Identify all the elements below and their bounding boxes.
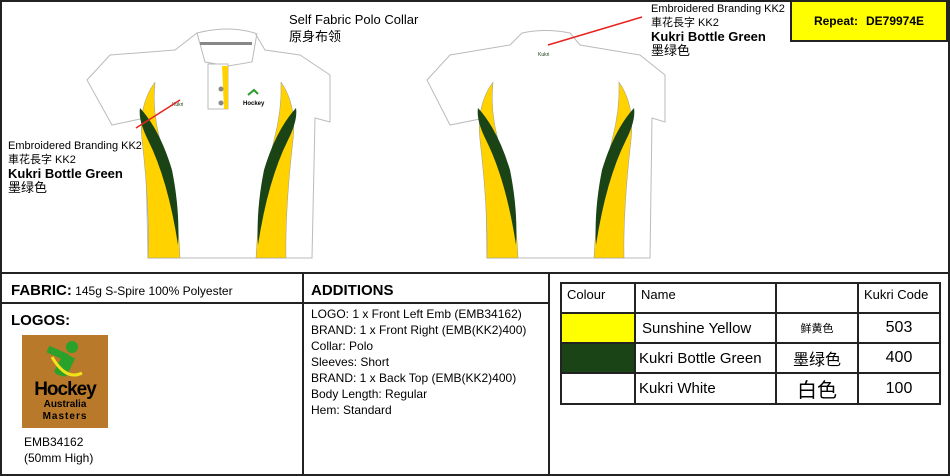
svg-text:Kukri: Kukri [172,102,183,108]
table-row: Kukri Bottle Green 墨绿色 400 [560,342,941,374]
divider [0,302,548,304]
svg-text:Hockey: Hockey [243,101,265,107]
logo-size: (50mm High) [24,451,94,465]
hockey-australia-masters-logo: Hockey Australia Masters [22,335,108,428]
fabric-row: FABRIC: 145g S-Spire 100% Polyester [11,282,233,299]
colour-swatch-yellow [560,312,636,344]
additions-list: LOGO: 1 x Front Left Emb (EMB34162) BRAN… [311,306,526,418]
front-branding-note: Embroidered Branding KK2 車花長字 KK2 Kukri … [8,139,142,195]
logo-text-australia: Australia [43,399,87,410]
colour-swatch-white [560,372,636,405]
colour-name: Sunshine Yellow [634,312,777,344]
colour-name-cn: 鲜黄色 [775,312,859,344]
repeat-code: DE79974E [865,14,925,28]
colour-name-cn: 墨绿色 [775,342,859,374]
colour-code: 400 [857,342,941,374]
divider [548,272,550,476]
collar-note-title-cn: 原身布领 [289,29,342,44]
garment-drawings: Kukri Hockey Kukri [86,16,666,259]
table-row: Kukri White 白色 100 [560,372,941,405]
fabric-value: 145g S-Spire 100% Polyester [75,284,233,298]
back-branding-line2: 車花長字 KK2 [651,17,719,29]
fabric-label: FABRIC: [11,282,72,299]
front-branding-line3: Kukri Bottle Green [8,166,123,181]
repeat-box: Repeat: DE79974E [790,0,948,42]
front-branding-line2: 車花長字 KK2 [8,154,76,166]
colour-swatch-green [560,342,636,374]
header-colour: Colour [560,282,636,314]
back-branding-note: Embroidered Branding KK2 車花長字 KK2 Kukri … [651,2,785,58]
colour-name: Kukri White [634,372,777,405]
logo-code: EMB34162 [24,435,84,449]
front-branding-line4: 墨绿色 [8,180,48,195]
back-branding-line3: Kukri Bottle Green [651,29,766,44]
back-branding-line4: 墨绿色 [651,43,691,58]
additions-label: ADDITIONS [311,282,394,299]
divider [0,272,950,274]
additions-item: Hem: Standard [311,403,392,417]
hockey-player-icon [46,341,83,377]
additions-item: BRAND: 1 x Front Right (EMB(KK2)400) [311,323,527,337]
repeat-label: Repeat: [813,14,858,28]
header-name: Name [634,282,777,314]
colour-code: 503 [857,312,941,344]
additions-item: Sleeves: Short [311,355,390,369]
additions-item: BRAND: 1 x Back Top (EMB(KK2)400) [311,371,517,385]
collar-note: Self Fabric Polo Collar 原身布领 [289,11,418,45]
back-branding-line1: Embroidered Branding KK2 [651,3,785,15]
logos-label: LOGOS: [11,312,71,329]
colour-name: Kukri Bottle Green [634,342,777,374]
header-code: Kukri Code [857,282,941,314]
logo-text-hockey: Hockey [34,379,97,400]
additions-item: Body Length: Regular [311,387,428,401]
front-shirt: Kukri Hockey [86,28,331,259]
front-branding-line1: Embroidered Branding KK2 [8,140,142,152]
logo-text-masters: Masters [42,411,88,422]
additions-item: LOGO: 1 x Front Left Emb (EMB34162) [311,307,522,321]
colour-name-cn: 白色 [775,372,859,405]
header-cn [775,282,859,314]
colour-code: 100 [857,372,941,405]
additions-item: Collar: Polo [311,339,374,353]
collar-note-title: Self Fabric Polo Collar [289,12,419,27]
divider [302,272,304,476]
back-shirt: Kukri [426,16,666,259]
svg-text:Kukri: Kukri [538,52,549,58]
table-row: Sunshine Yellow 鲜黄色 503 [560,312,941,344]
logo-caption: EMB34162 (50mm High) [24,434,93,466]
table-header-row: Colour Name Kukri Code [560,282,941,314]
colour-table: Colour Name Kukri Code Sunshine Yellow 鲜… [560,282,941,405]
